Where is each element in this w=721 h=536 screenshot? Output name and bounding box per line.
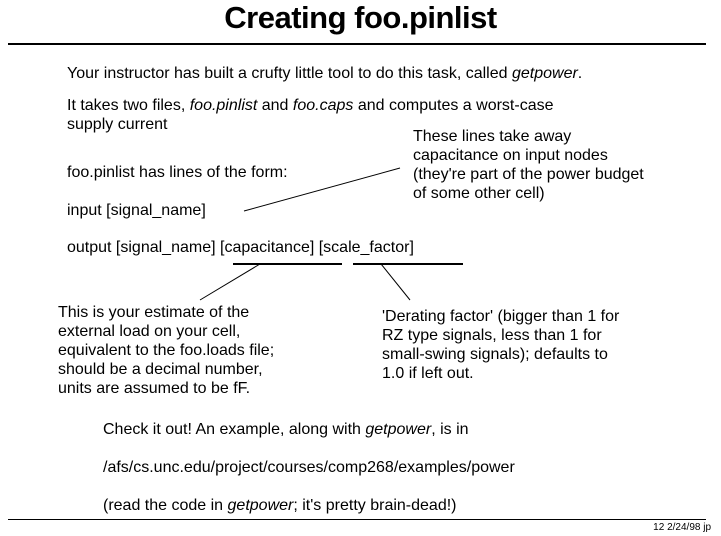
slide-title: Creating foo.pinlist bbox=[224, 0, 497, 35]
title-rule bbox=[8, 43, 706, 45]
pointer-input-note bbox=[243, 167, 401, 212]
pointer-scale-factor bbox=[380, 263, 411, 301]
capacitance-field: [capacitance] bbox=[220, 239, 315, 256]
input-line-example: input [signal_name] bbox=[67, 202, 206, 219]
form-line-text: foo.pinlist has lines of the form: bbox=[67, 164, 288, 181]
tool-name: getpower bbox=[511, 65, 578, 82]
footer-rule bbox=[8, 519, 706, 520]
output-line-example: output [signal_name] [capacitance] [scal… bbox=[67, 239, 414, 256]
scale-factor-field: [scale_factor] bbox=[318, 239, 414, 256]
slide-footer: 12 2/24/98 jp bbox=[653, 522, 711, 533]
note-input-lines: These lines take away capacitance on inp… bbox=[413, 128, 644, 202]
note-capacitance: This is your estimate of the external lo… bbox=[58, 304, 275, 397]
takes-text: It takes two files, foo.pinlist and foo.… bbox=[67, 97, 554, 114]
pointer-capacitance bbox=[199, 263, 261, 301]
note-scale-factor: 'Derating factor' (bigger than 1 for RZ … bbox=[382, 308, 620, 382]
file-name-pinlist: foo.pinlist bbox=[189, 97, 258, 114]
example-path: /afs/cs.unc.edu/project/courses/comp268/… bbox=[103, 459, 515, 476]
check-it-out-text: Check it out! An example, along with get… bbox=[103, 421, 469, 438]
intro-text: Your instructor has built a crufty littl… bbox=[67, 65, 583, 82]
takes-text-line2: supply current bbox=[67, 116, 168, 133]
read-code-text: (read the code in getpower; it's pretty … bbox=[103, 497, 457, 514]
file-name-caps: foo.caps bbox=[292, 97, 354, 114]
